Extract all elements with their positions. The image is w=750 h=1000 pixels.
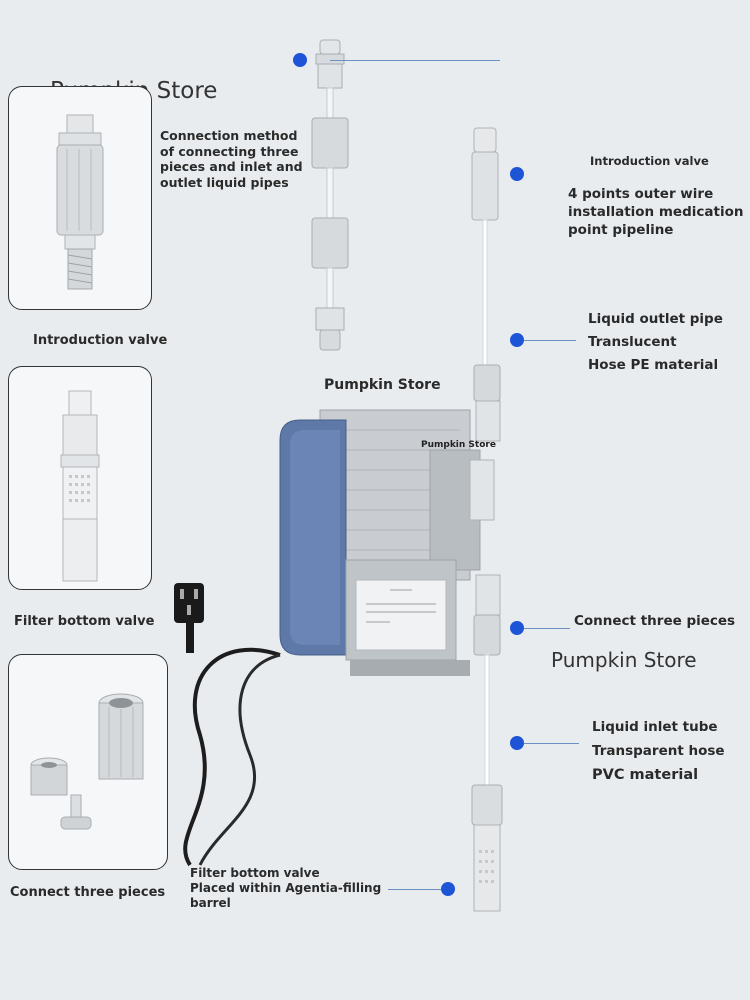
card-introduction-valve <box>8 86 152 310</box>
callout-line-inlet-tube <box>524 743 579 744</box>
callout-dot-top <box>293 53 307 67</box>
watermark-right: Pumpkin Store <box>551 648 697 672</box>
callout-dot-introduction-valve <box>510 167 524 181</box>
card-filter-bottom-valve <box>8 366 152 590</box>
metering-pump-image <box>279 409 495 676</box>
callout-dot-filter-bottom <box>441 882 455 896</box>
callout-intro-valve-title: Introduction valve <box>590 154 709 168</box>
filter-bottom-valve-image <box>60 390 100 582</box>
callout-connection-method: Connection method of connecting three pi… <box>160 128 303 190</box>
caption-introduction-valve: Introduction valve <box>33 333 168 348</box>
callout-line-filter-bottom <box>388 889 444 890</box>
introduction-valve-image <box>56 114 104 290</box>
caption-filter-bottom-valve: Filter bottom valve <box>14 614 155 629</box>
callout-dot-inlet-tube <box>510 736 524 750</box>
callout-inlet-tube: Liquid inlet tube Transparent hose PVC m… <box>592 719 725 783</box>
watermark-pump-label: Pumpkin Store <box>421 440 496 450</box>
watermark-center: Pumpkin Store <box>324 377 441 393</box>
caption-connect-three-pieces: Connect three pieces <box>10 885 166 900</box>
callout-line-connect-three <box>524 628 570 629</box>
pipe-assembly-image <box>471 127 503 912</box>
callout-filter-bottom: Filter bottom valve Placed within Agenti… <box>190 866 382 910</box>
callout-outlet-pipe: Liquid outlet pipe Translucent Hose PE m… <box>588 311 723 373</box>
callout-line-outlet-pipe <box>524 340 576 341</box>
power-cord-image <box>174 583 281 867</box>
connect-three-pieces-image <box>30 693 144 830</box>
callout-line-top <box>330 60 500 61</box>
card-connect-three-pieces <box>8 654 168 870</box>
callout-connect-three: Connect three pieces <box>574 613 736 629</box>
callout-dot-connect-three <box>510 621 524 635</box>
connector-assembly-image <box>311 39 349 351</box>
callout-dot-outlet-pipe <box>510 333 524 347</box>
callout-intro-valve-desc: 4 points outer wire installation medicat… <box>568 186 744 238</box>
